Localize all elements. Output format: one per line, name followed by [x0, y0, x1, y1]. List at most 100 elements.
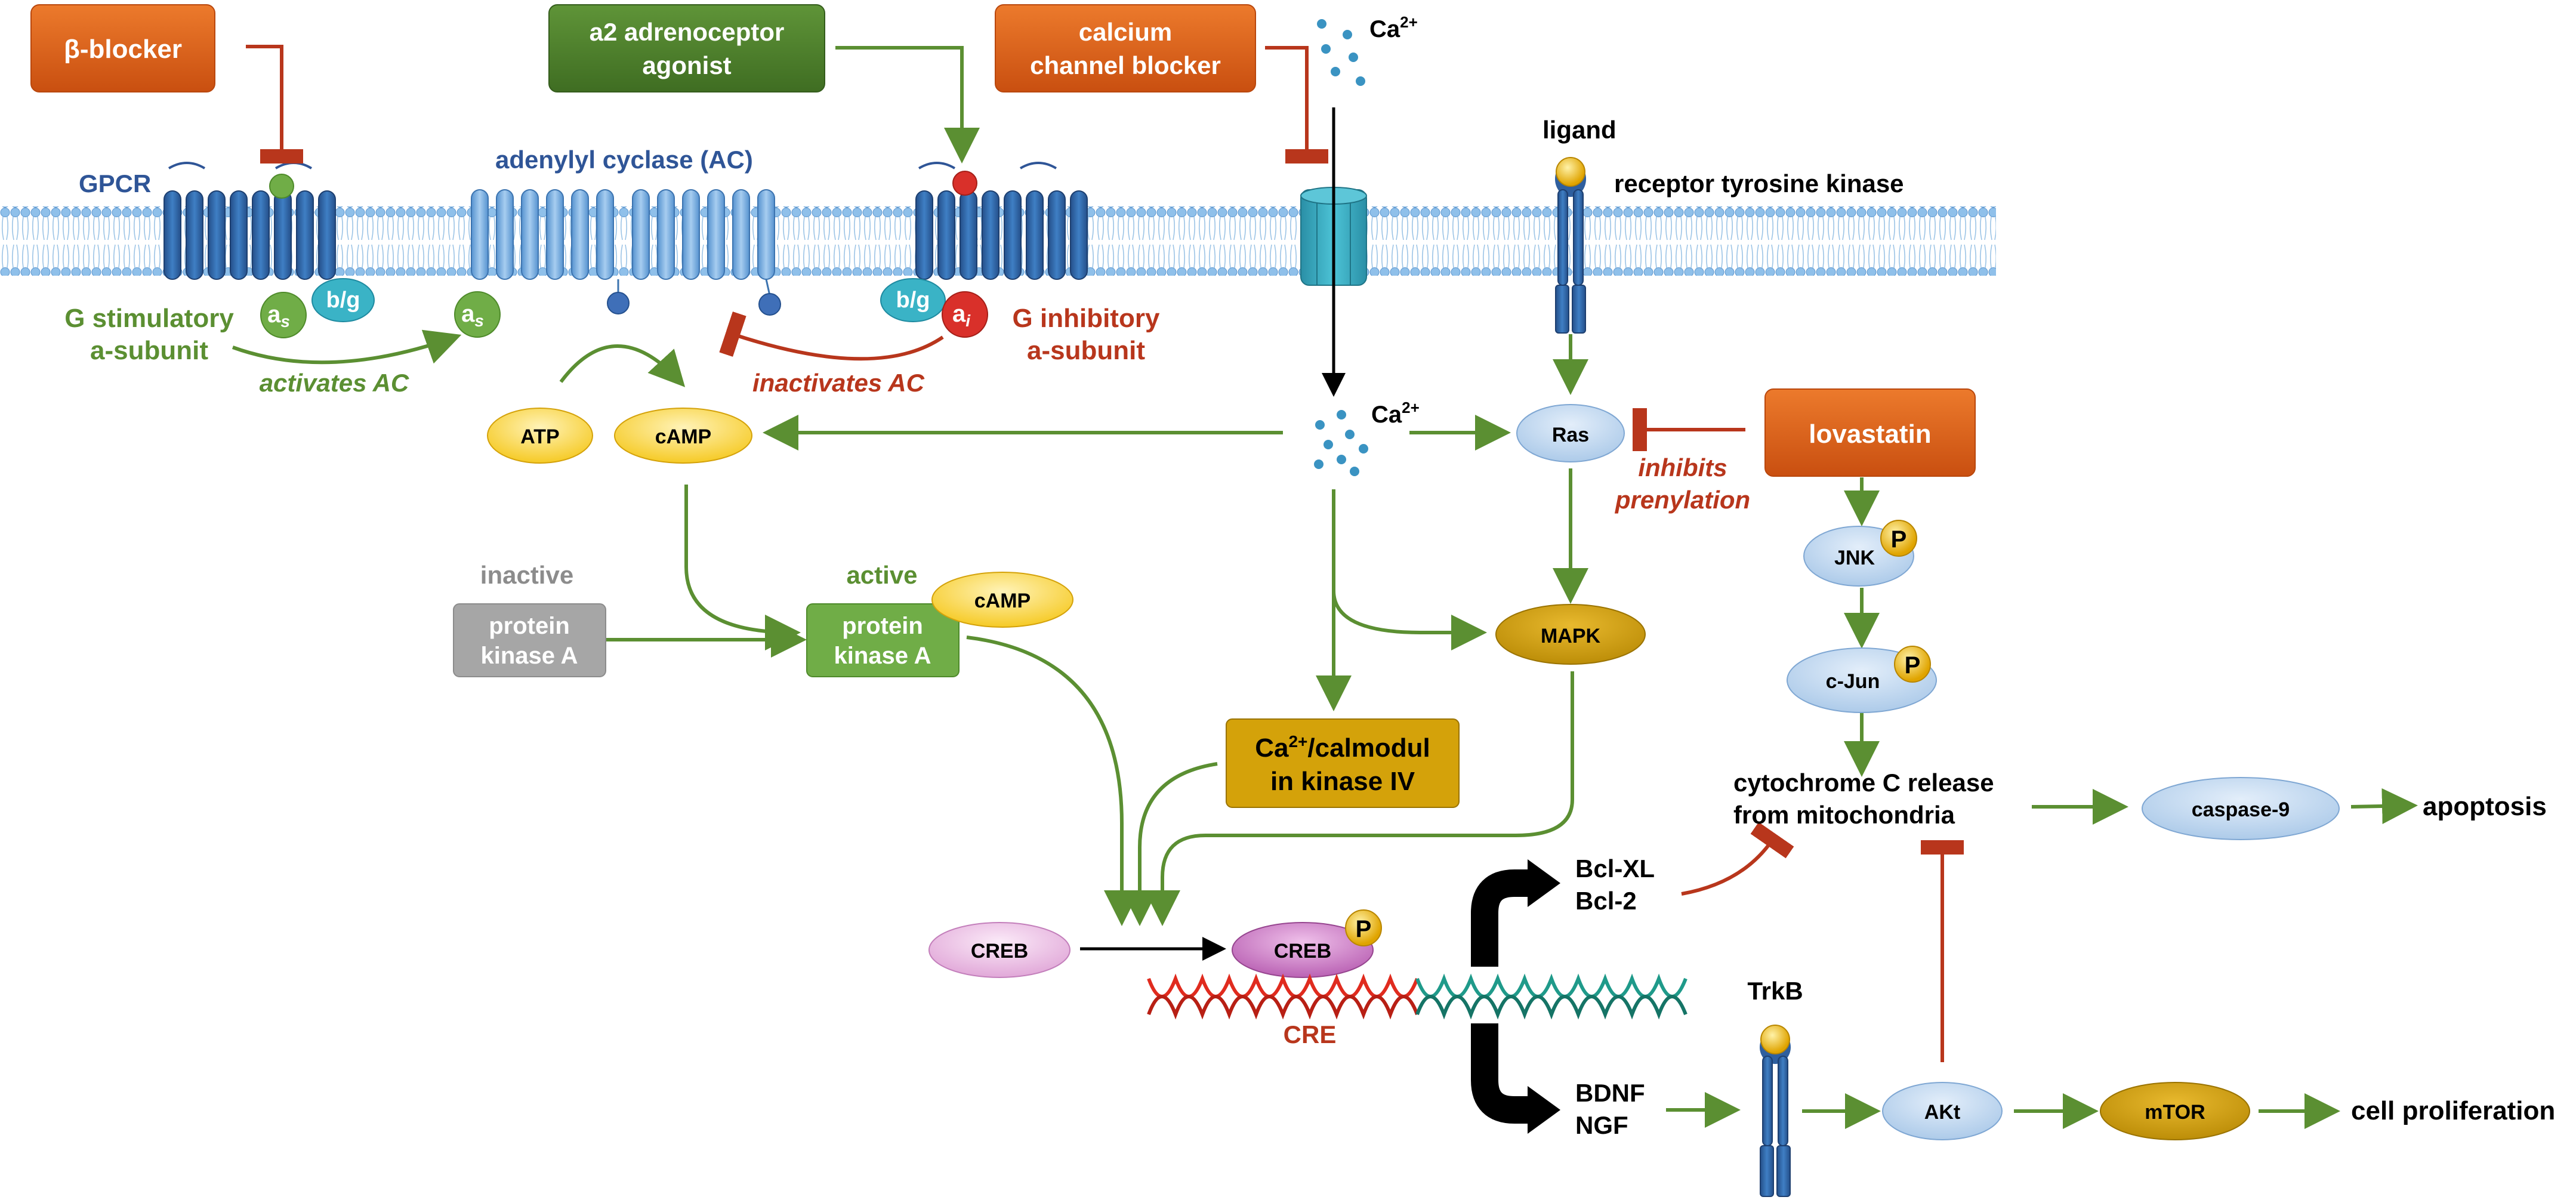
- a2-agonist-label-2: agonist: [642, 51, 731, 79]
- beta-blocker-label: β-blocker: [64, 35, 182, 64]
- creb-label: CREB: [971, 940, 1028, 963]
- camk-iv-label-2: in kinase IV: [1270, 767, 1415, 796]
- trkb-receptor: [1760, 1025, 1791, 1197]
- jnk-phospho: [1880, 520, 1917, 557]
- calcium-ions-top: [1317, 19, 1365, 86]
- gs-activates-ac: [232, 329, 462, 365]
- cjun-phospho-label: P: [1905, 652, 1921, 678]
- caspase9-node: caspase-9: [2142, 777, 2340, 840]
- cytochrome-label-2: from mitochondria: [1733, 801, 1955, 829]
- beta-blocker-inhibition: [246, 45, 303, 164]
- cre-label: CRE: [1284, 1020, 1337, 1048]
- gi-inactivates-ac: [719, 311, 944, 361]
- activates-ac-label: activates AC: [260, 369, 409, 397]
- beta-blocker-box: β-blocker: [30, 4, 215, 92]
- ac-domain-ball-1: [607, 292, 630, 314]
- mapk-label: MAPK: [1541, 625, 1601, 647]
- ccb-inhibition: [1265, 46, 1328, 164]
- ras-label: Ras: [1552, 424, 1589, 446]
- beta-gamma-label-left: b/g: [326, 288, 360, 313]
- calcium-to-mapk: [1332, 489, 1487, 650]
- inactivates-ac-label: inactivates AC: [752, 369, 925, 397]
- camp-label: cAMP: [655, 425, 711, 448]
- bcl-inhibits-cytochrome: [1681, 822, 1794, 896]
- caspase-to-apoptosis: [2350, 788, 2418, 824]
- atp-label: ATP: [520, 425, 559, 448]
- calcium-label-cytosol: Ca2+: [1371, 399, 1420, 428]
- bcl-xl-label: Bcl-XL: [1575, 855, 1655, 883]
- jnk-node: JNK P: [1803, 520, 1917, 587]
- caspase9-label: caspase-9: [2192, 798, 2290, 821]
- inhibits-prenylation-label-1: inhibits: [1638, 454, 1727, 482]
- pka-to-creb: [966, 636, 1140, 926]
- camk-iv-label-1: Ca2+/calmodul: [1255, 732, 1430, 763]
- ccb-box: calcium channel blocker: [995, 4, 1256, 92]
- camp-node: cAMP: [614, 408, 752, 464]
- ccb-label-2: channel blocker: [1030, 51, 1221, 79]
- rtk-label: receptor tyrosine kinase: [1614, 169, 1904, 198]
- camp-bound-label: cAMP: [974, 590, 1031, 612]
- pka-inactive-box: protein kinase A: [453, 603, 606, 677]
- calcium-ions-cytosol: [1314, 410, 1368, 476]
- gs-alpha-circle-bound: [260, 292, 307, 338]
- dna-helix: [1147, 973, 1687, 1020]
- ligand-label: ligand: [1542, 116, 1616, 144]
- creb-phospho: [1345, 909, 1382, 946]
- ngf-label: NGF: [1575, 1111, 1628, 1139]
- mtor-node: mTOR: [2100, 1082, 2250, 1140]
- trkb-label: TrkB: [1747, 977, 1803, 1005]
- atp-to-camp: [559, 344, 686, 387]
- cell-proliferation-label: cell proliferation: [2351, 1096, 2555, 1125]
- g-stim-label-1: G stimulatory: [64, 304, 234, 333]
- camk-to-creb: [1122, 762, 1218, 926]
- gpcr-ligand-green: [269, 174, 294, 199]
- akt-node: AKt: [1882, 1082, 2003, 1140]
- camk-iv-box: Ca2+/calmodul in kinase IV: [1226, 718, 1460, 808]
- jnk-phospho-label: P: [1891, 526, 1907, 553]
- a2-agonist-activation: [835, 46, 980, 164]
- g-stim-label-2: a-subunit: [90, 336, 208, 365]
- creb-unphosphorylated: CREB: [928, 922, 1070, 978]
- g-inhib-label-1: G inhibitory: [1013, 304, 1160, 333]
- calcium-label-top: Ca2+: [1369, 13, 1418, 42]
- camp-to-pka: [684, 485, 801, 650]
- a2-agonist-label-1: a2 adrenoceptor: [590, 18, 785, 46]
- cjun-node: c-Jun P: [1787, 646, 1937, 713]
- lovastatin-box: lovastatin: [1764, 388, 1976, 477]
- ras-node: Ras: [1516, 404, 1625, 462]
- receptor-tyrosine-kinase: [1555, 157, 1586, 334]
- g-inhib-label-2: a-subunit: [1027, 336, 1145, 365]
- cjun-label: c-Jun: [1826, 670, 1880, 693]
- mapk-to-creb: [1144, 671, 1574, 926]
- bcl-2-label: Bcl-2: [1575, 887, 1637, 915]
- atp-node: ATP: [487, 408, 593, 464]
- mapk-node: MAPK: [1495, 604, 1646, 665]
- gs-alpha-subunit-bound: b/g as: [260, 278, 375, 338]
- gi-alpha-circle: [942, 291, 988, 338]
- gi-alpha-label: ai: [952, 301, 971, 330]
- gs-alpha-label-free: as: [461, 301, 484, 330]
- inhibits-prenylation-label-2: prenylation: [1615, 486, 1750, 514]
- gs-alpha-subunit-free: as: [454, 291, 501, 338]
- rtk-ligand-ball: [1556, 157, 1585, 187]
- ccb-label-1: calcium: [1079, 18, 1172, 46]
- adenylyl-cyclase-label: adenylyl cyclase (AC): [495, 146, 753, 174]
- pka-inactive-label-2: kinase A: [480, 643, 578, 669]
- gpcr-receptor: [163, 162, 336, 280]
- pka-active-label-2: kinase A: [834, 643, 931, 669]
- lovastatin-label: lovastatin: [1809, 419, 1931, 449]
- camp-bound-pka: cAMP: [931, 572, 1073, 628]
- creb-phospho-label: P: [1356, 916, 1372, 942]
- gi-subunits: b/g ai: [880, 278, 988, 338]
- a2-agonist-box: a2 adrenoceptor agonist: [548, 4, 825, 92]
- creb-p-label: CREB: [1274, 940, 1331, 963]
- pka-active-box: protein kinase A: [806, 603, 960, 677]
- creb-phosphorylated: CREB P: [1232, 909, 1382, 978]
- beta-gamma-label-right: b/g: [896, 288, 930, 313]
- akt-label: AKt: [1924, 1101, 1960, 1124]
- arrows: [232, 45, 2418, 1129]
- alpha2-receptor: [915, 162, 1088, 280]
- cytochrome-label-1: cytochrome C release: [1733, 769, 1994, 797]
- pka-inactive-label-1: protein: [489, 613, 570, 639]
